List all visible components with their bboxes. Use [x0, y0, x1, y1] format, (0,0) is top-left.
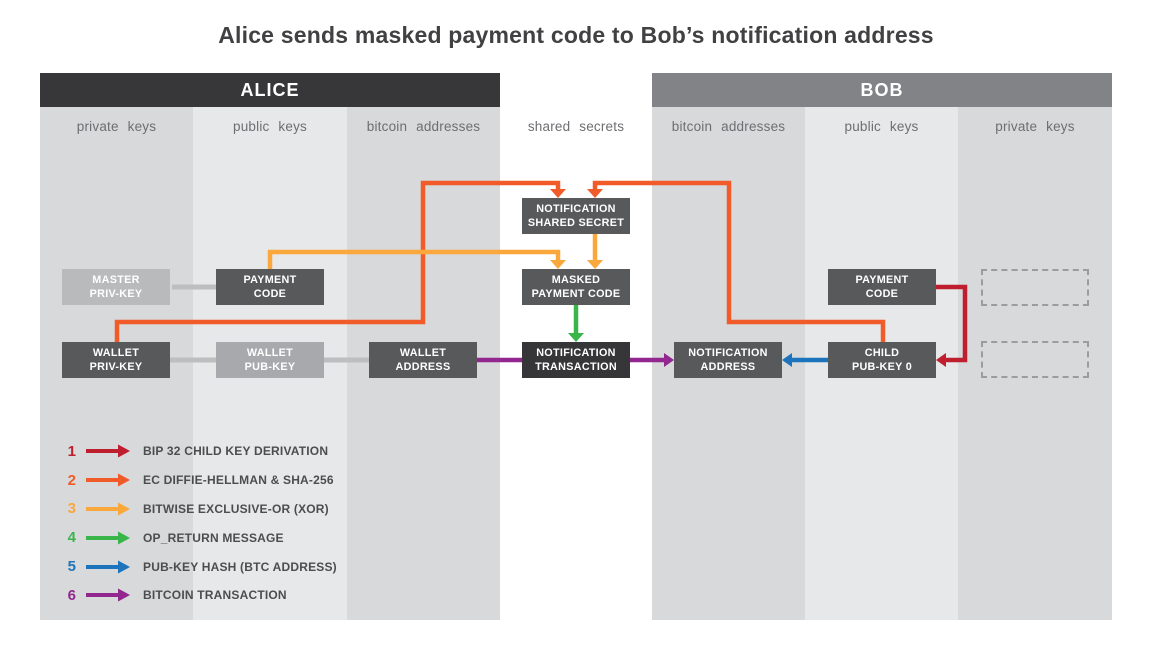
arrow-pubkey-hash	[782, 353, 828, 367]
legend-item-pubkey-hash: 5 PUB-KEY HASH (BTC ADDRESS)	[58, 552, 337, 581]
box-wallet-address: WALLET ADDRESS	[369, 342, 477, 378]
arrow-ecdh-from-alice	[114, 180, 566, 342]
bob-panel-header: BOB	[652, 73, 1112, 107]
box-wallet-pub-key: WALLET PUB-KEY	[216, 342, 324, 378]
legend: 1 BIP 32 CHILD KEY DERIVATION 2 EC DIFFI…	[58, 437, 337, 610]
column-label: bitcoin addresses	[671, 119, 786, 134]
arrowhead	[936, 353, 946, 367]
legend-label: OP_RETURN MESSAGE	[143, 530, 284, 545]
legend-arrow-purple-icon	[86, 588, 130, 602]
legend-arrow-yellow-icon	[86, 502, 130, 516]
legend-number: 4	[67, 529, 76, 547]
arrow-ecdh-from-bob	[587, 180, 886, 342]
arrow-bitcoin-transaction	[477, 353, 674, 367]
legend-item-op-return: 4 OP_RETURN MESSAGE	[58, 523, 337, 552]
legend-number: 3	[67, 500, 76, 518]
legend-item-xor: 3 BITWISE EXCLUSIVE-OR (XOR)	[58, 495, 337, 524]
legend-label: BITWISE EXCLUSIVE-OR (XOR)	[143, 501, 329, 516]
column-label: public keys	[233, 119, 307, 134]
box-notification-transaction: NOTIFICATION TRANSACTION	[522, 342, 630, 378]
box-placeholder-private-key-2	[981, 341, 1089, 378]
box-payment-code-bob: PAYMENT CODE	[828, 269, 936, 305]
column-label: bitcoin addresses	[366, 119, 481, 134]
bob-column-private-keys: private keys	[958, 107, 1112, 620]
box-notification-shared-secret: NOTIFICATION SHARED SECRET	[522, 198, 630, 234]
arrowhead	[550, 260, 566, 269]
legend-arrow-green-icon	[86, 531, 130, 545]
arrowhead	[664, 353, 674, 367]
arrowhead	[587, 260, 603, 269]
gray-connectors	[170, 284, 371, 363]
arrowhead	[568, 333, 584, 342]
arrow-xor-from-payment-code	[267, 249, 566, 269]
legend-item-bitcoin-transaction: 6 BITCOIN TRANSACTION	[58, 581, 337, 610]
box-master-priv-key: MASTER PRIV-KEY	[62, 269, 170, 305]
legend-arrow-blue-icon	[86, 560, 130, 574]
legend-label: BITCOIN TRANSACTION	[143, 588, 287, 603]
diagram-title: Alice sends masked payment code to Bob’s…	[218, 22, 934, 48]
box-masked-payment-code: MASKED PAYMENT CODE	[522, 269, 630, 305]
arrowhead	[550, 189, 566, 198]
arrowhead	[587, 189, 603, 198]
box-placeholder-private-key-1	[981, 269, 1089, 306]
box-wallet-priv-key: WALLET PRIV-KEY	[62, 342, 170, 378]
arrowhead	[782, 353, 792, 367]
box-notification-address: NOTIFICATION ADDRESS	[674, 342, 782, 378]
alice-panel-header: ALICE	[40, 73, 500, 107]
column-label: private keys	[76, 119, 157, 134]
legend-arrow-orange-icon	[86, 473, 130, 487]
legend-item-bip32: 1 BIP 32 CHILD KEY DERIVATION	[58, 437, 337, 466]
legend-number: 1	[67, 442, 76, 460]
legend-arrow-red-icon	[86, 444, 130, 458]
legend-label: EC DIFFIE-HELLMAN & SHA-256	[143, 473, 334, 488]
column-label: private keys	[995, 119, 1075, 134]
box-payment-code-alice: PAYMENT CODE	[216, 269, 324, 305]
box-child-pub-key-0: CHILD PUB-KEY 0	[828, 342, 936, 378]
shared-secrets-column-label: shared secrets	[527, 119, 625, 134]
arrow-bip32-derivation	[936, 284, 968, 367]
legend-item-ecdh: 2 EC DIFFIE-HELLMAN & SHA-256	[58, 466, 337, 495]
legend-label: PUB-KEY HASH (BTC ADDRESS)	[143, 559, 337, 574]
arrow-op-return	[568, 305, 584, 342]
legend-number: 5	[67, 558, 76, 576]
legend-number: 2	[67, 471, 76, 489]
column-label: public keys	[844, 119, 919, 134]
arrow-xor-from-shared-secret	[587, 234, 603, 269]
legend-number: 6	[67, 586, 76, 604]
legend-label: BIP 32 CHILD KEY DERIVATION	[143, 444, 329, 459]
